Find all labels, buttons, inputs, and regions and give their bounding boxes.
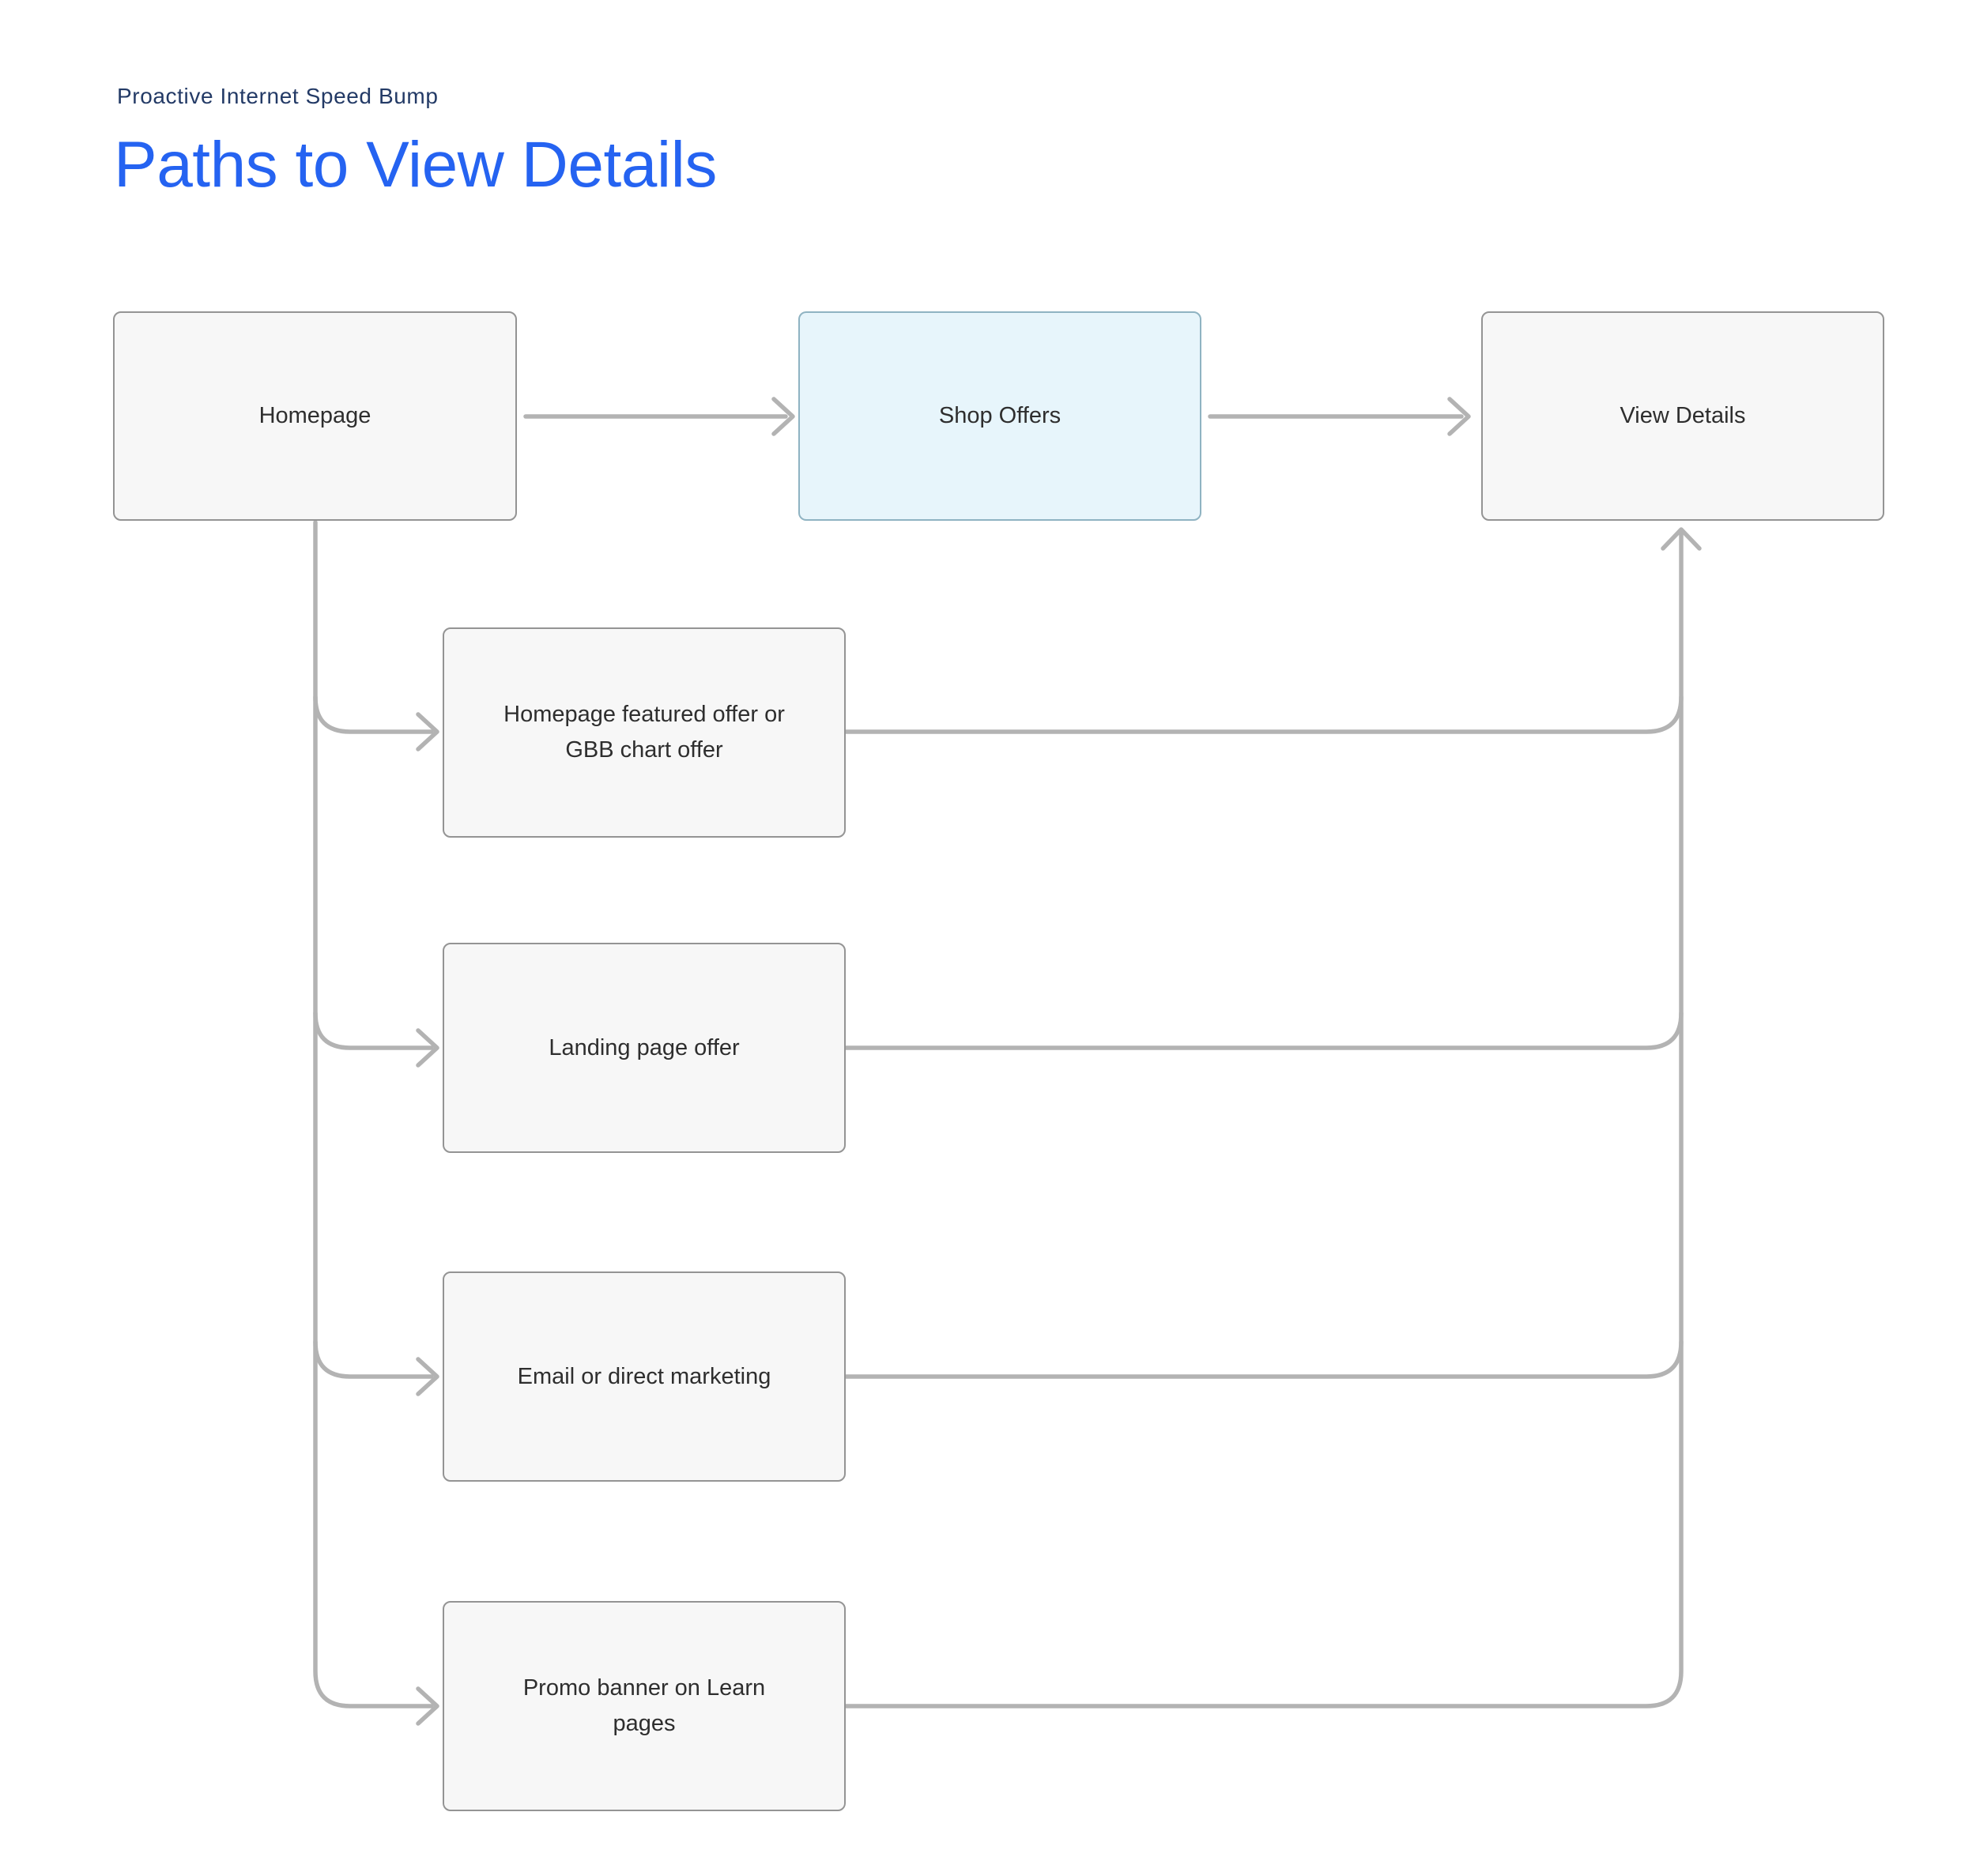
edge-emaildirect-viewdetails [843,1339,1684,1379]
node-shop-offers[interactable]: Shop Offers [798,311,1201,521]
node-homepage-label: Homepage [258,403,371,429]
diagram-eyebrow: Proactive Internet Speed Bump [117,84,439,108]
node-shop-offers-label: Shop Offers [938,403,1062,429]
node-landing-page-offer-label: Landing page offer [549,1034,740,1060]
arrowhead-right-icon [771,397,795,436]
edge-homepage-featuredoffer [313,695,434,734]
node-view-details-label: View Details [1620,403,1746,429]
arrowhead-right-icon [416,1028,439,1068]
edge-homepage-landingoffer [313,1011,434,1050]
node-homepage[interactable]: Homepage [113,311,517,521]
edge-promobanner-viewdetails [843,529,1684,1708]
node-landing-page-offer[interactable]: Landing page offer [443,943,846,1153]
arrowhead-up-icon [1661,527,1702,551]
arrowhead-right-icon [416,1357,439,1396]
node-promo-banner-label: Promo banner on Learn pages [522,1675,766,1736]
arrowhead-right-icon [1447,397,1471,436]
arrowhead-right-icon [416,1686,439,1726]
node-featured-offer-label: Homepage featured offer or GBB chart off… [503,702,785,763]
edge-featuredoffer-viewdetails [843,695,1684,734]
node-email-direct-marketing[interactable]: Email or direct marketing [443,1271,846,1482]
edge-landingoffer-viewdetails [843,1011,1684,1050]
page-title: Paths to View Details [114,129,717,201]
node-view-details[interactable]: View Details [1481,311,1884,521]
node-promo-banner[interactable]: Promo banner on Learn pages [443,1601,846,1811]
edge-homepage-trunk [313,520,434,1708]
node-email-direct-marketing-label: Email or direct marketing [517,1363,771,1389]
arrowhead-right-icon [416,712,439,752]
edge-homepage-emaildirect [313,1339,434,1379]
node-featured-offer[interactable]: Homepage featured offer or GBB chart off… [443,627,846,838]
